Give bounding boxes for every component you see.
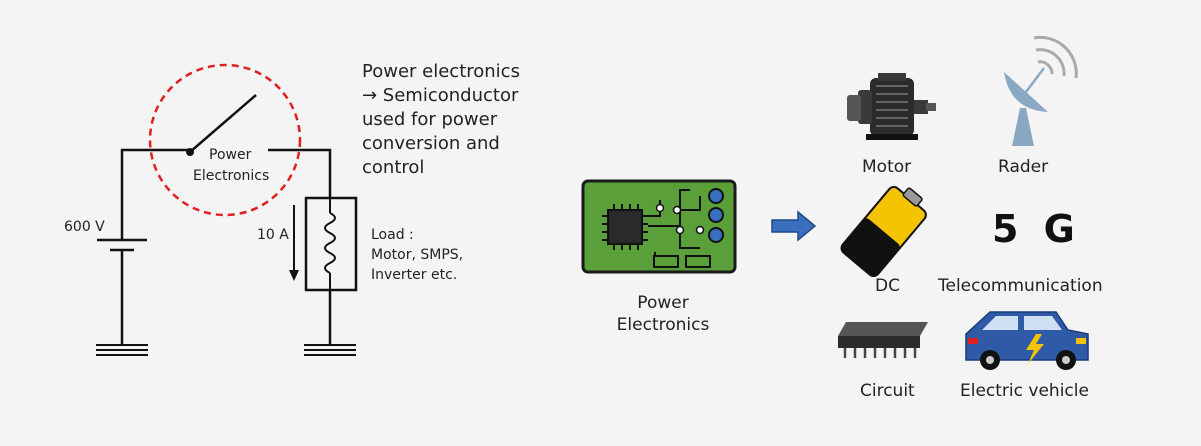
highlight-circle xyxy=(148,63,302,217)
load-symbol xyxy=(304,196,358,292)
app-label-ev: Electric vehicle xyxy=(960,381,1089,401)
board-label-line1: Power xyxy=(637,293,689,313)
app-label-radar: Rader xyxy=(998,157,1049,177)
load-description: Load : Motor, SMPS, Inverter etc. xyxy=(371,225,463,285)
app-label-dc: DC xyxy=(875,276,900,296)
power-electronics-description: Power electronics → Semiconductor used f… xyxy=(362,60,562,180)
load-line1: Load : xyxy=(371,227,414,243)
current-arrow xyxy=(289,205,299,281)
app-label-telecom: Telecommunication xyxy=(938,276,1103,296)
ic-chip-icon xyxy=(838,322,928,358)
desc-line3: used for power xyxy=(362,109,498,130)
radar-icon xyxy=(1004,35,1078,146)
switch-label-line1: Power xyxy=(209,147,252,163)
desc-line4: conversion and xyxy=(362,133,500,154)
source-voltage-label: 600 V xyxy=(64,219,105,235)
circuit-wires xyxy=(120,148,332,345)
app-label-circuit: Circuit xyxy=(860,381,915,401)
electric-car-icon xyxy=(965,311,1089,370)
motor-icon xyxy=(847,73,936,140)
switch-symbol xyxy=(186,94,257,156)
battery-icon xyxy=(840,186,927,278)
switch-label-line2: Electronics xyxy=(193,168,270,184)
board-label-line2: Electronics xyxy=(616,315,710,335)
load-current-label: 10 A xyxy=(257,227,289,243)
app-label-5g: 5 G xyxy=(992,207,1081,251)
battery-symbol xyxy=(97,238,147,252)
ground-symbol-left xyxy=(96,344,148,356)
desc-line2: → Semiconductor xyxy=(362,85,519,106)
circuit-board-icon xyxy=(581,179,737,274)
right-arrow-icon xyxy=(771,210,817,242)
load-line2: Motor, SMPS, xyxy=(371,247,464,263)
ground-symbol-right xyxy=(304,344,356,356)
load-line3: Inverter etc. xyxy=(371,267,458,283)
board-label: Power Electronics xyxy=(598,292,728,336)
app-label-motor: Motor xyxy=(862,157,912,177)
desc-line5: control xyxy=(362,157,425,178)
desc-line1: Power electronics xyxy=(362,61,520,82)
